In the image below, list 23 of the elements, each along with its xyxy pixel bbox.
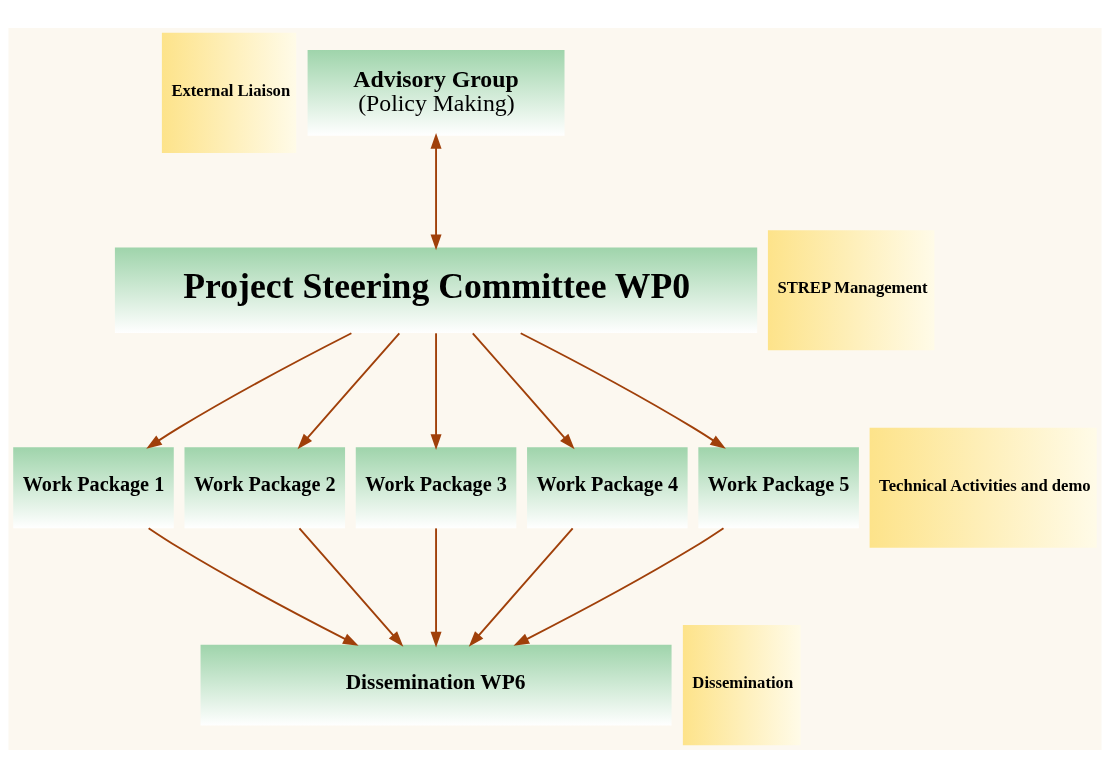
node-box: Project Steering Committee WP0 [114, 247, 758, 334]
node-box: Work Package 3 [355, 447, 517, 529]
node-box: External Liaison [161, 32, 297, 153]
node-box: Work Package 4 [527, 447, 688, 529]
arrow [430, 133, 442, 251]
arrow [146, 332, 353, 449]
node-box: Advisory Group (Policy Making) [307, 50, 565, 136]
node-box: Work Package 5 [698, 447, 859, 529]
arrow [471, 332, 575, 450]
arrow [147, 527, 359, 646]
arrow [298, 527, 404, 647]
node-box: Dissemination WP6 [200, 644, 672, 726]
node-box: Technical Activities and demo [869, 427, 1097, 548]
arrow [430, 332, 442, 450]
node-box: Dissemination [682, 625, 801, 746]
node-box: Work Package 2 [184, 447, 346, 529]
arrow [468, 527, 574, 647]
arrow [430, 527, 442, 648]
node-box: Work Package 1 [13, 447, 174, 529]
arrow [519, 332, 726, 449]
arrow [297, 332, 401, 450]
node-box: STREP Management [767, 230, 935, 351]
arrow [513, 527, 725, 646]
